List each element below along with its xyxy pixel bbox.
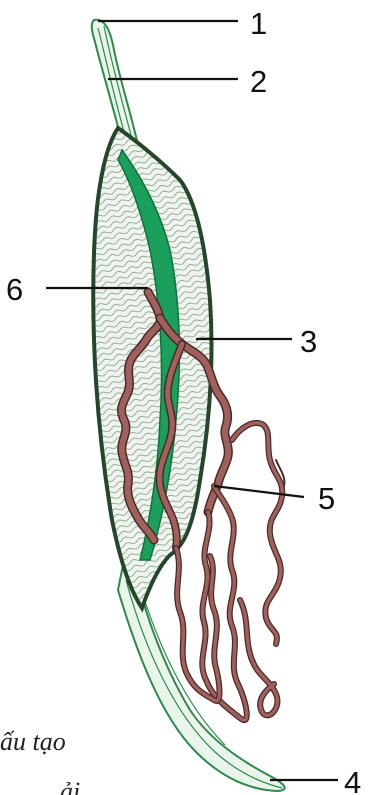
label-4: 4 (344, 765, 361, 795)
caption-line-1: ấu tạo (0, 727, 66, 756)
leader-5 (214, 486, 304, 497)
caption-line-2: ải (60, 777, 80, 795)
label-2: 2 (250, 64, 267, 99)
label-3: 3 (300, 324, 317, 359)
label-5: 5 (318, 481, 335, 516)
label-6: 6 (6, 272, 23, 307)
label-1: 1 (250, 6, 267, 41)
